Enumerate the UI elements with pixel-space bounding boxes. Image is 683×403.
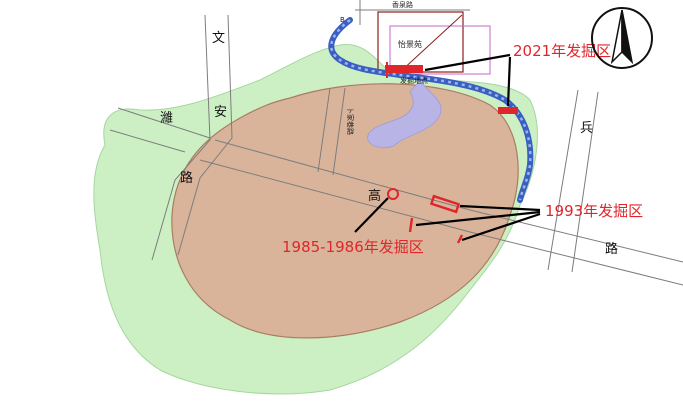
ancient-site-area bbox=[171, 83, 519, 339]
excavation-2021-east bbox=[498, 107, 518, 114]
street-label-wen: 文 bbox=[212, 31, 225, 46]
road-gaobing-upper bbox=[214, 139, 683, 263]
street-label-an: 安 bbox=[214, 105, 227, 120]
road-wei-upper bbox=[117, 107, 211, 139]
label-site: 发掘地点 bbox=[400, 76, 428, 85]
road-lane-right bbox=[332, 87, 346, 176]
label-river-mark: B bbox=[340, 16, 345, 24]
excavation-1993-bar-2 bbox=[456, 234, 464, 244]
road-wei-lower bbox=[109, 129, 186, 153]
street-label-lu-left: 路 bbox=[180, 170, 193, 186]
park-outline-pink bbox=[389, 25, 491, 75]
park-diagonal bbox=[399, 14, 463, 73]
excavation-1993-bar-1 bbox=[408, 217, 414, 233]
leader-1985 bbox=[354, 197, 389, 233]
north-arrow-circle bbox=[591, 7, 653, 69]
callout-2021: 2021年发掘区 bbox=[513, 42, 611, 60]
street-label-bing: 兵 bbox=[580, 121, 593, 136]
leader-2021-b bbox=[506, 56, 512, 107]
road-network bbox=[109, 0, 683, 286]
leader-1993-a bbox=[459, 204, 541, 212]
moat-line-pattern bbox=[330, 19, 532, 201]
label-park: 怡景苑 bbox=[398, 39, 422, 49]
excavation-1985-circle bbox=[387, 188, 399, 200]
north-arrow-left-half bbox=[610, 9, 623, 65]
label-top-street: 香泉路 bbox=[392, 0, 413, 9]
excavation-2021-main bbox=[385, 65, 423, 73]
label-lane: 卜家巷路 bbox=[346, 107, 355, 135]
leader-lines bbox=[354, 53, 541, 242]
street-label-wei: 濰 bbox=[160, 111, 173, 126]
callout-1993: 1993年发掘区 bbox=[545, 202, 643, 220]
north-arrow bbox=[591, 7, 653, 69]
excavation-1993-box bbox=[429, 194, 461, 214]
road-right-1 bbox=[547, 89, 579, 271]
river bbox=[367, 79, 442, 149]
street-label-lu-right: 路 bbox=[605, 241, 618, 257]
road-gaobing-lower bbox=[199, 159, 683, 286]
callout-1985: 1985-1986年发掘区 bbox=[282, 238, 424, 256]
road-wenan-left-edge bbox=[151, 14, 211, 261]
street-label-gao: 高 bbox=[368, 188, 381, 204]
north-arrow-right-half bbox=[621, 9, 634, 65]
road-right-2 bbox=[571, 91, 599, 273]
road-wenan-right-edge bbox=[177, 14, 233, 256]
leader-1993-b bbox=[415, 210, 541, 227]
leader-1993-c bbox=[461, 212, 541, 242]
park-block bbox=[377, 11, 491, 75]
leader-2021-a bbox=[424, 53, 511, 72]
road-lane-left bbox=[317, 87, 331, 173]
